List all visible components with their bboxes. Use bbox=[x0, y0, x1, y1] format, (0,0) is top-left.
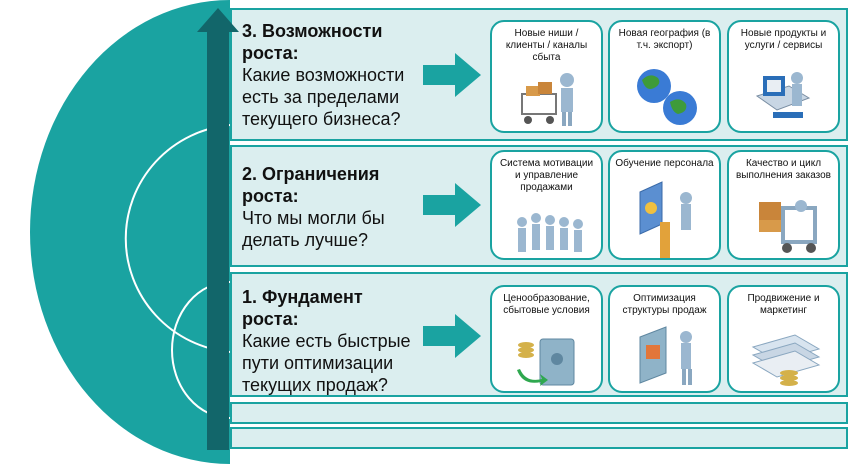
inner-arc bbox=[171, 281, 231, 419]
level-2-title: 2. Ограничения роста: Что мы могли бы де… bbox=[242, 163, 430, 251]
growth-axis-arrowhead-icon bbox=[197, 8, 239, 32]
right-arrow-icon bbox=[423, 53, 481, 97]
chart-board-icon bbox=[639, 326, 692, 385]
card-marketing: Продвижение и маркетинг bbox=[727, 285, 840, 393]
level-heading: 2. Ограничения bbox=[242, 164, 380, 184]
card-staff-training: Обучение персонала bbox=[608, 150, 721, 260]
level-1-title: 1. Фундамент роста: Какие есть быстрые п… bbox=[242, 286, 430, 396]
card-motivation-system: Система мотивации и управление продажами bbox=[490, 150, 603, 260]
level-question: делать лучше? bbox=[242, 230, 368, 250]
card-label: Ценообразование, сбытовые условия bbox=[503, 293, 590, 316]
right-arrow-icon bbox=[423, 183, 481, 227]
bottom-strip bbox=[230, 427, 848, 449]
card-new-geography: Новая география (в т.ч. экспорт) bbox=[608, 20, 721, 133]
level-3-title: 3. Возможности роста: Какие возможности … bbox=[242, 20, 430, 130]
card-order-quality: Качество и цикл выполнения заказов bbox=[727, 150, 840, 260]
right-arrow-icon bbox=[423, 314, 481, 358]
level-heading: роста: bbox=[242, 43, 299, 63]
team-icon bbox=[517, 213, 583, 252]
card-new-products: Новые продукты и услуги / сервисы bbox=[727, 20, 840, 133]
card-label: Система мотивации и управление продажами bbox=[499, 158, 594, 193]
level-question: есть за пределами bbox=[242, 87, 400, 107]
forklift-icon bbox=[759, 200, 817, 253]
level-question: текущего бизнеса? bbox=[242, 109, 401, 129]
documents-coins-icon bbox=[751, 334, 821, 386]
growth-axis bbox=[207, 30, 229, 450]
level-question: пути оптимизации bbox=[242, 353, 394, 373]
card-label: Оптимизация структуры продаж bbox=[622, 293, 707, 316]
globe-icon bbox=[637, 69, 697, 125]
middle-arc bbox=[124, 124, 231, 353]
coins-safe-icon bbox=[517, 338, 575, 386]
level-heading: роста: bbox=[242, 186, 299, 206]
card-label: Качество и цикл выполнения заказов bbox=[735, 158, 831, 181]
level-question: Какие возможности bbox=[242, 65, 405, 85]
shopping-cart-icon bbox=[521, 73, 574, 126]
level-question: Какие есть быстрые bbox=[242, 331, 411, 351]
card-sales-structure: Оптимизация структуры продаж bbox=[608, 285, 721, 393]
card-label: Новые ниши / клиенты / каналы сбыта bbox=[505, 28, 588, 63]
card-new-niches: Новые ниши / клиенты / каналы сбыта bbox=[490, 20, 603, 133]
card-label: Обучение персонала bbox=[615, 158, 714, 169]
outer-arc bbox=[30, 0, 230, 464]
presentation-icon bbox=[639, 181, 692, 258]
card-label: Продвижение и маркетинг bbox=[747, 293, 820, 316]
level-question: Что мы могли бы bbox=[242, 208, 385, 228]
level-question: текущих продаж? bbox=[242, 375, 388, 395]
card-label: Новые продукты и услуги / сервисы bbox=[740, 28, 827, 51]
bottom-strip bbox=[230, 402, 848, 424]
card-pricing: Ценообразование, сбытовые условия bbox=[490, 285, 603, 393]
card-label: Новая география (в т.ч. экспорт) bbox=[618, 28, 711, 51]
level-heading: роста: bbox=[242, 309, 299, 329]
product-icon bbox=[755, 72, 811, 118]
level-heading: 1. Фундамент bbox=[242, 287, 363, 307]
level-heading: 3. Возможности bbox=[242, 21, 383, 41]
